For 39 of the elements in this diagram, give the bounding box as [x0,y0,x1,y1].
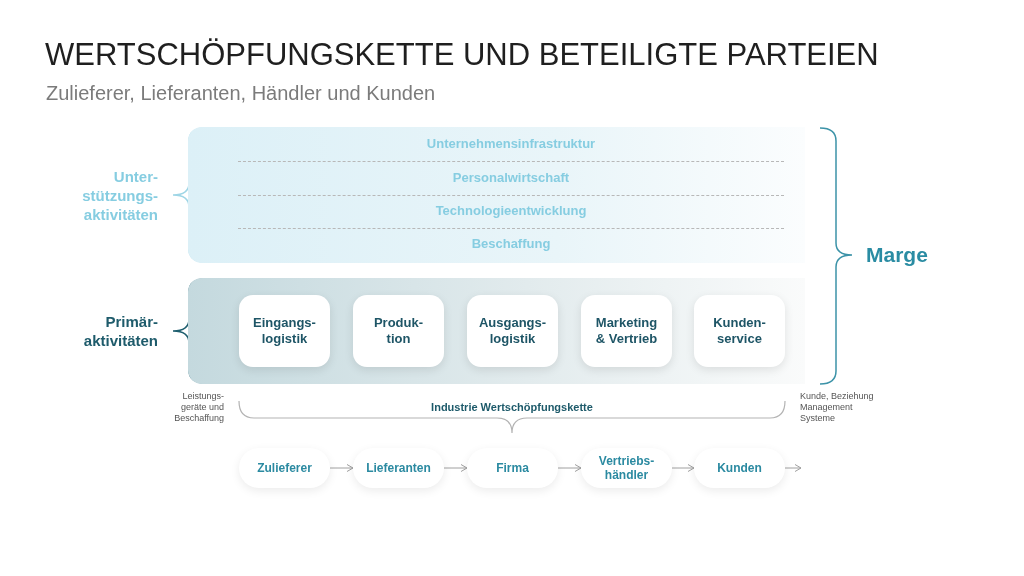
activity-label: Kunden- service [712,315,767,347]
value-chain-title: Industrie Wertschöpfungskette [431,400,593,415]
value-chain-stage [581,448,672,488]
side-heading: Primär- aktivitäten [82,312,158,350]
value-chain-stage [694,448,785,488]
note-text: Kunde, Beziehung Management Systeme [800,391,875,424]
arrow [784,464,802,472]
value-chain-stage [239,448,330,488]
activity-card [581,295,672,367]
activity-card [239,295,330,367]
support-activities-band [188,127,805,263]
value-chain-stage [353,448,444,488]
stage-label: Firma [496,461,529,475]
note-text: Leistungs- geräte und Beschaffung [173,391,224,424]
activity-card [353,295,444,367]
activity-label: Marketing & Vertrieb [594,315,659,347]
primary-activities-band [188,278,805,384]
arrow [329,464,354,472]
value-chain-stage [467,448,558,488]
stage-label: Lieferanten [366,461,431,475]
activity-card [694,295,785,367]
arrow [557,464,582,472]
activity-label: Eingangs- logistik [252,315,317,347]
stage-label: Kunden [717,461,762,475]
activity-label: Produk- tion [372,315,425,347]
support-activity-label: Personalwirtschaft [452,169,570,187]
margin-label: Marge [866,243,928,266]
stage-label: Zulieferer [257,461,312,475]
side-heading: Unter- stützungs- aktivitäten [81,166,158,224]
support-activity-label: Technologieentwicklung [435,202,587,220]
activity-card [467,295,558,367]
arrow [443,464,468,472]
stage-label: Vertriebs- händler [597,454,656,482]
title: WERTSCHÖPFUNGSKETTE UND BETEILIGTE PARTEIEN [45,36,879,74]
activity-label: Ausgangs- logistik [477,315,548,347]
subtitle: Zulieferer, Lieferanten, Händler und Kunden [46,82,436,104]
support-activity-label: Unternehmensinfrastruktur [426,135,596,153]
support-activity-label: Beschaffung [471,235,551,253]
arrow [671,464,695,472]
